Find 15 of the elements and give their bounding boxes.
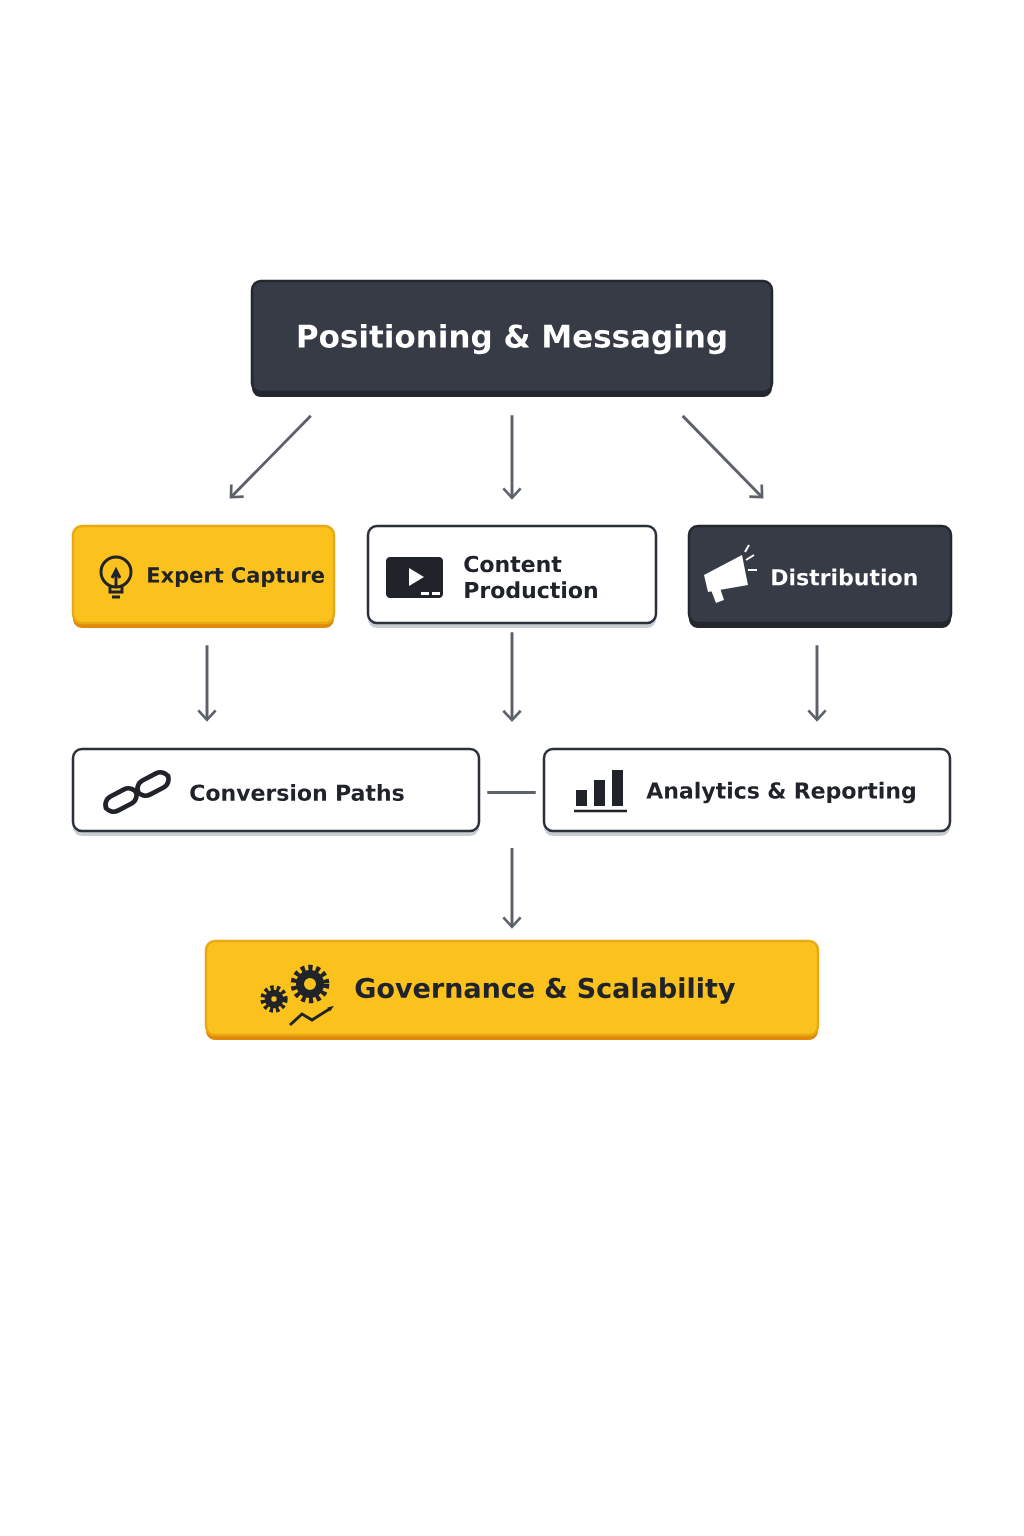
connector-line xyxy=(487,791,536,794)
highlight-box: Expert Capture xyxy=(71,524,336,628)
process-box: Conversion Paths xyxy=(71,747,481,836)
arrow xyxy=(229,414,312,499)
process-box: Analytics & Reporting xyxy=(542,747,952,836)
dark-box: Positioning & Messaging xyxy=(250,279,774,397)
process-box: Content Production xyxy=(366,524,658,628)
arrow xyxy=(807,645,827,722)
arrow xyxy=(197,645,217,722)
highlight-box: Governance & Scalability xyxy=(204,939,820,1040)
arrow xyxy=(502,415,522,500)
arrow xyxy=(502,632,522,722)
arrow xyxy=(502,848,522,929)
arrow xyxy=(681,414,764,499)
dark-box: Distribution xyxy=(687,524,953,628)
